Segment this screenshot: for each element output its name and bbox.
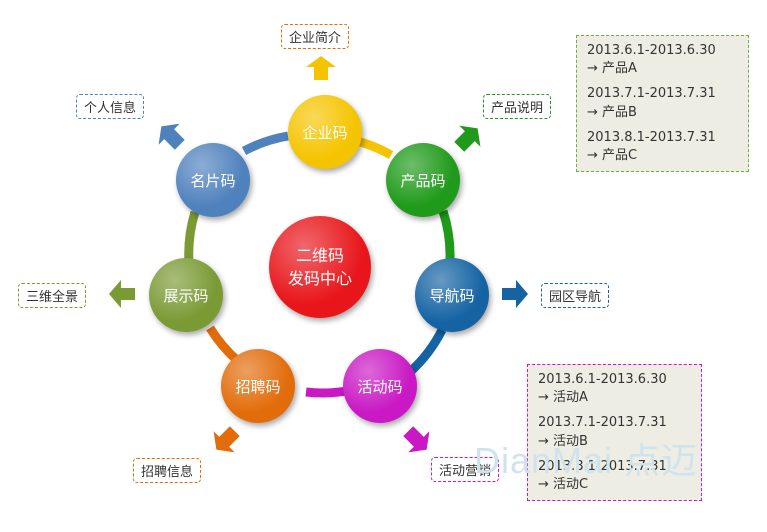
tag-personal-info: 个人信息 <box>76 94 145 119</box>
tag-event-marketing: 活动营销 <box>431 457 500 482</box>
node-nav-code: 导航码 <box>415 258 489 332</box>
entry-target: → 活动B <box>538 433 588 449</box>
list-item: 2013.8.1-2013.7.31 → 产品C <box>587 129 738 165</box>
hub-line2: 发码中心 <box>287 269 352 288</box>
entry-target: → 产品B <box>587 104 637 120</box>
node-company-code: 企业码 <box>288 95 362 169</box>
node-recruit-code: 招聘码 <box>221 349 295 423</box>
node-display-code: 展示码 <box>149 258 223 332</box>
entry-target: → 产品A <box>587 61 637 77</box>
list-item: 2013.8.1-2013.7.31 → 活动C <box>538 458 691 494</box>
node-label: 企业码 <box>302 123 348 142</box>
product-detail-box: 2013.6.1-2013.6.30 → 产品A 2013.7.1-2013.7… <box>576 35 749 173</box>
entry-target: → 产品C <box>587 147 638 163</box>
tag-company-intro: 企业简介 <box>281 24 350 49</box>
list-item: 2013.7.1-2013.7.31 → 产品B <box>587 85 738 121</box>
tag-campus-nav: 园区导航 <box>541 283 610 308</box>
node-label: 展示码 <box>163 286 209 305</box>
date-range: 2013.6.1-2013.6.30 <box>538 372 667 387</box>
list-item: 2013.7.1-2013.7.31 → 活动B <box>538 414 691 450</box>
tag-recruit-info: 招聘信息 <box>133 458 202 483</box>
date-range: 2013.8.1-2013.7.31 <box>587 129 716 145</box>
arrow-up-icon <box>306 56 336 80</box>
date-range: 2013.7.1-2013.7.31 <box>587 86 716 102</box>
arrow-down-right-icon <box>403 426 430 453</box>
date-range: 2013.7.1-2013.7.31 <box>538 415 667 431</box>
arrow-up-left-icon <box>158 123 185 150</box>
tag-product-desc: 产品说明 <box>483 94 552 119</box>
tag-panorama: 三维全景 <box>18 283 87 308</box>
list-item: 2013.6.1-2013.6.30 → 活动A <box>538 371 691 407</box>
entry-target: → 活动A <box>538 390 588 406</box>
node-card-code: 名片码 <box>176 143 250 217</box>
hub-line1: 二维码 <box>295 245 344 265</box>
node-label: 名片码 <box>190 171 236 190</box>
arrow-down-left-icon <box>213 426 240 453</box>
node-label: 活动码 <box>357 377 403 396</box>
arrow-left-icon <box>109 280 135 308</box>
arc-display-card <box>184 210 200 264</box>
node-product-code: 产品码 <box>386 143 460 217</box>
date-range: 2013.8.1-2013.7.31 <box>538 458 667 474</box>
entry-target: → 活动C <box>538 476 589 492</box>
node-label: 产品码 <box>400 171 446 190</box>
arc-product-nav <box>438 209 455 261</box>
arc-nav-event <box>406 327 447 376</box>
date-range: 2013.6.1-2013.6.30 <box>587 43 716 58</box>
arc-card-company <box>241 131 289 156</box>
arrow-right-icon <box>502 280 528 308</box>
list-item: 2013.6.1-2013.6.30 → 产品A <box>587 42 738 78</box>
node-label: 导航码 <box>429 286 475 305</box>
hub-circle: 二维码 发码中心 <box>269 216 371 318</box>
node-event-code: 活动码 <box>343 349 417 423</box>
event-detail-box: 2013.6.1-2013.6.30 → 活动A 2013.7.1-2013.7… <box>527 364 702 502</box>
node-label: 招聘码 <box>235 377 281 396</box>
watermark: DianMai 点迈 <box>474 440 699 481</box>
arc-company-product <box>355 136 394 159</box>
arrow-up-right-icon <box>454 125 481 152</box>
